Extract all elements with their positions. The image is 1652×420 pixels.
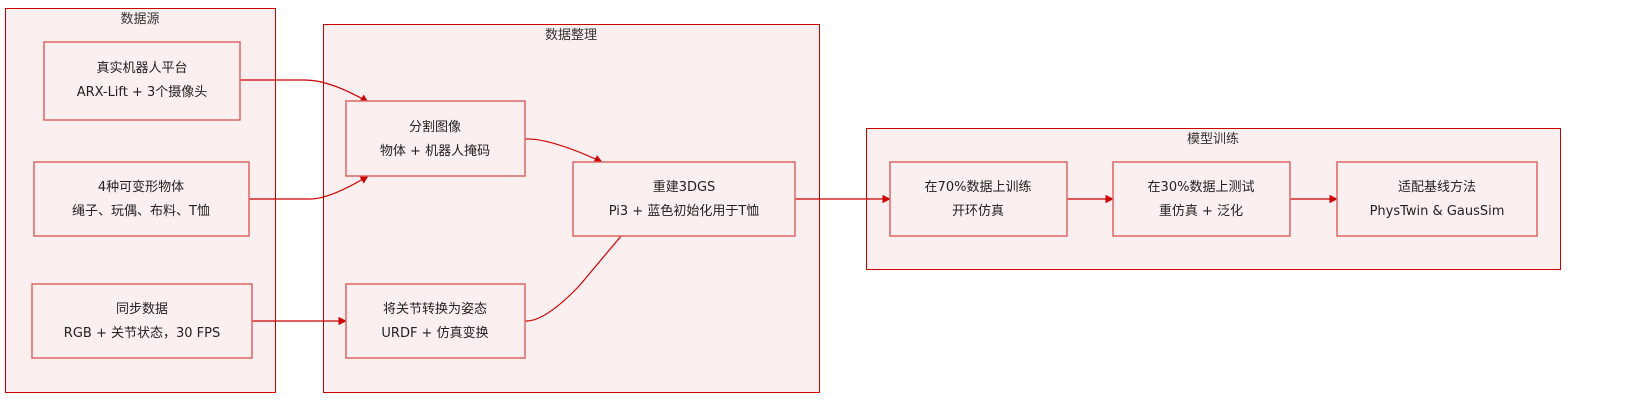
edge-segment-to-reconstruct xyxy=(524,138,603,163)
node-title: 同步数据 xyxy=(116,302,168,317)
node-subtitle: Pi3 + 蓝色初始化用于T恤 xyxy=(609,203,760,219)
node-joints-to-pose: 将关节转换为姿态 URDF + 仿真变换 xyxy=(345,283,526,359)
node-subtitle: URDF + 仿真变换 xyxy=(381,325,488,341)
node-subtitle: ARX-Lift + 3个摄像头 xyxy=(77,85,208,100)
node-subtitle: PhysTwin & GausSim xyxy=(1370,204,1505,219)
node-title: 在70%数据上训练 xyxy=(925,180,1032,195)
node-title: 重建3DGS xyxy=(653,179,716,195)
node-title: 适配基线方法 xyxy=(1398,179,1476,195)
node-baselines: 适配基线方法 PhysTwin & GausSim xyxy=(1336,161,1538,237)
cluster-title: 数据整理 xyxy=(545,28,597,43)
edge-joints-to-reconstruct xyxy=(524,210,643,322)
edge-objects-to-segment xyxy=(249,175,369,200)
node-title: 在30%数据上测试 xyxy=(1148,180,1255,195)
node-title: 4种可变形物体 xyxy=(98,179,184,195)
node-subtitle: 开环仿真 xyxy=(952,204,1004,219)
node-title: 分割图像 xyxy=(409,119,461,135)
edge-robot-to-segment xyxy=(240,79,369,103)
node-segment: 分割图像 物体 + 机器人掩码 xyxy=(345,100,526,177)
node-subtitle: 物体 + 机器人掩码 xyxy=(380,144,490,159)
node-subtitle: 重仿真 + 泛化 xyxy=(1159,203,1243,219)
node-subtitle: RGB + 关节状态，30 FPS xyxy=(64,326,220,341)
node-test: 在30%数据上测试 重仿真 + 泛化 xyxy=(1112,161,1291,237)
cluster-title: 模型训练 xyxy=(1187,132,1239,147)
node-reconstruct: 重建3DGS Pi3 + 蓝色初始化用于T恤 xyxy=(572,161,796,237)
node-title: 将关节转换为姿态 xyxy=(383,301,487,317)
node-title: 真实机器人平台 xyxy=(96,61,187,76)
node-train: 在70%数据上训练 开环仿真 xyxy=(889,161,1068,237)
node-real-robot: 真实机器人平台 ARX-Lift + 3个摄像头 xyxy=(43,41,241,121)
node-sync-data: 同步数据 RGB + 关节状态，30 FPS xyxy=(31,283,253,359)
node-subtitle: 绳子、玩偶、布料、T恤 xyxy=(72,204,210,219)
node-deformables: 4种可变形物体 绳子、玩偶、布料、T恤 xyxy=(33,161,250,237)
cluster-title: 数据源 xyxy=(120,12,159,27)
